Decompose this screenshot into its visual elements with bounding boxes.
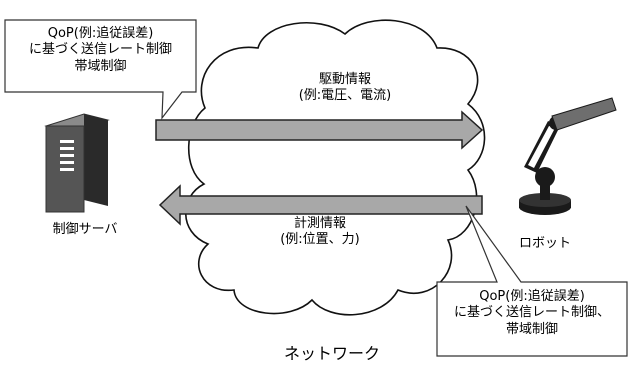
callout-bottom-line-1: QoP(例:追従誤差) <box>479 289 585 304</box>
measure-info-example: (例:位置、力) <box>280 232 360 248</box>
callout-bottom-box <box>436 205 628 357</box>
callout-bottom-text: QoP(例:追従誤差) に基づく送信レート制御、 帯域制御 <box>437 289 627 338</box>
drive-info-label: 駆動情報 (例:電圧、電流) <box>255 72 435 105</box>
callout-top-line-3: 帯域制御 <box>74 58 127 74</box>
callout-bottom-line-3: 帯域制御 <box>505 321 558 337</box>
measure-info-title: 計測情報 <box>293 216 346 231</box>
drive-info-title: 駆動情報 <box>318 72 371 87</box>
callout-top-line-2: に基づく送信レート制御 <box>28 42 172 58</box>
server-icon <box>44 113 110 213</box>
callout-top-text: QoP(例:追従誤差) に基づく送信レート制御 帯域制御 <box>5 26 196 75</box>
callout-top-box <box>4 19 197 120</box>
arrow-left-measure <box>158 184 483 226</box>
arrow-right-drive <box>155 110 484 150</box>
robot-arm-icon <box>519 97 617 215</box>
callout-bottom-line-2: に基づく送信レート制御、 <box>453 305 610 321</box>
server-label: 制御サーバ <box>52 222 118 237</box>
cloud-icon <box>184 19 486 316</box>
network-label: ネットワーク <box>283 344 380 363</box>
measure-info-label: 計測情報 (例:位置、力) <box>240 216 400 249</box>
callout-top-line-1: QoP(例:追従誤差) <box>47 26 154 41</box>
drive-info-example: (例:電圧、電流) <box>298 88 392 104</box>
robot-label: ロボット <box>518 236 571 251</box>
